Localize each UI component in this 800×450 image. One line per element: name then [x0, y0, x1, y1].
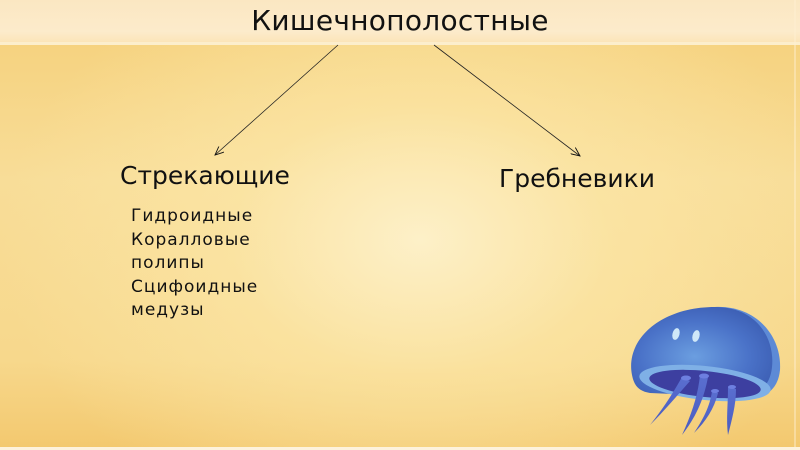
jellyfish-eye-right	[692, 330, 700, 342]
title-band	[0, 0, 800, 45]
list-item: Коралловые	[131, 229, 251, 250]
slide-title: Кишечнополостные	[251, 4, 549, 37]
list-item: медузы	[131, 300, 205, 320]
stinging-subgroups-list: Гидроидные Коралловые полипы Сцифоидные …	[131, 205, 258, 323]
list-item: Гидроидные	[131, 206, 254, 226]
jellyfish-icon	[631, 306, 781, 435]
title-band-edge	[0, 42, 800, 45]
jellyfish-eye-left	[672, 328, 680, 340]
list-item: полипы	[131, 253, 205, 273]
bottom-strip	[0, 447, 800, 450]
arrow-to-right-branch	[433, 44, 580, 156]
branch-stinging: Стрекающие	[120, 161, 290, 190]
arrow-to-left-branch	[215, 44, 339, 155]
list-item: Сцифоидные	[131, 276, 259, 297]
branch-ctenophores: Гребневики	[499, 164, 655, 193]
decorative-line	[794, 0, 796, 450]
